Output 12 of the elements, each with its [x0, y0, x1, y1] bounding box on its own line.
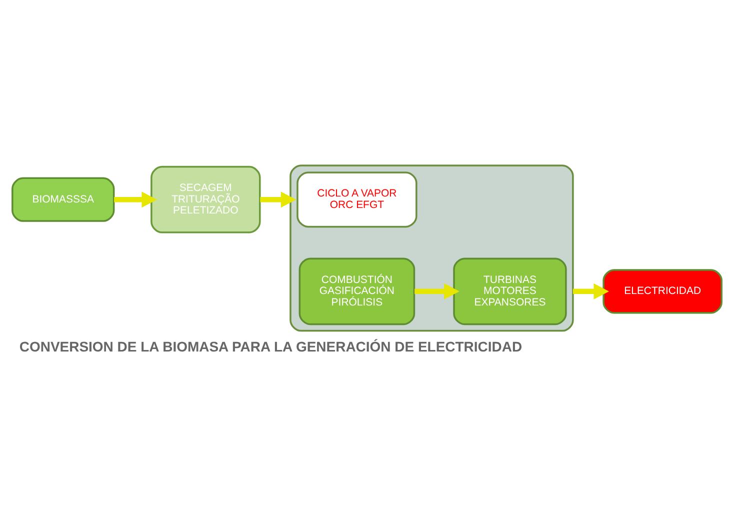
arrow — [572, 283, 609, 300]
node-box: BIOMASSSA — [12, 177, 115, 222]
node-box: COMBUSTIÓN GASIFICACIÓN PIRÓLISIS — [298, 258, 416, 326]
arrow — [260, 192, 296, 208]
node-box: SECAGEM TRITURAÇÃO PELETIZADO — [150, 166, 261, 234]
arrow — [114, 192, 157, 208]
arrow — [414, 283, 460, 300]
diagram-title: CONVERSION DE LA BIOMASA PARA LA GENERACIÓN DE ELECTRICIDAD — [19, 338, 522, 355]
node-box: TURBINAS MOTORES EXPANSORES — [453, 258, 567, 326]
node-box: ELECTRICIDAD — [602, 269, 722, 314]
cluster — [290, 164, 574, 332]
node-box: CICLO A VAPOR ORC EFGT — [296, 172, 418, 228]
